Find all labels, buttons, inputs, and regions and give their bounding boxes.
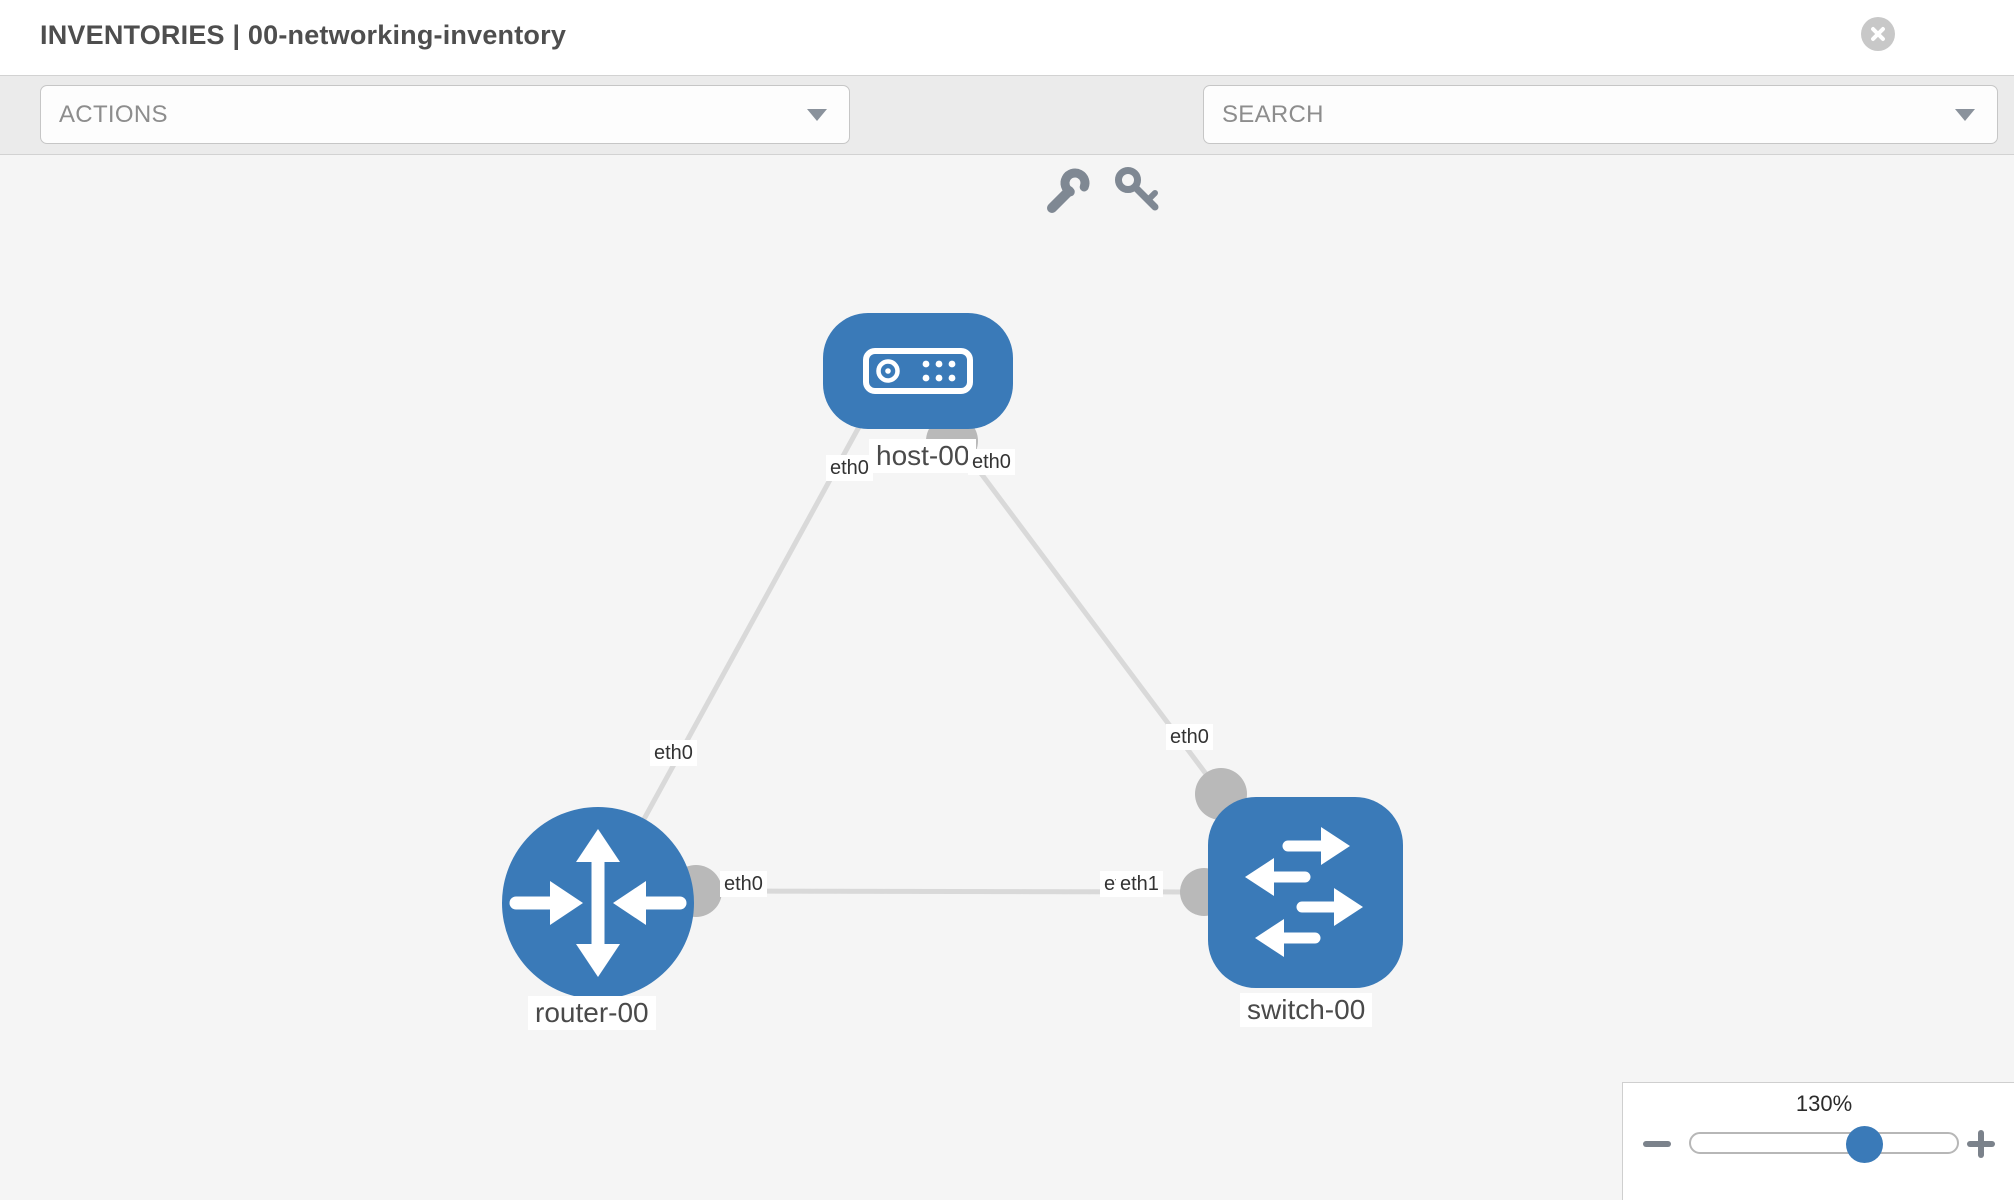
router-arrows-icon bbox=[509, 829, 687, 977]
interface-label: eth0 bbox=[826, 455, 873, 481]
node-label-switch: switch-00 bbox=[1240, 993, 1373, 1028]
switch-arrows-icon bbox=[1245, 827, 1363, 957]
node-label-router: router-00 bbox=[528, 996, 656, 1031]
key-button[interactable] bbox=[1112, 164, 1164, 216]
page-title: INVENTORIES | 00-networking-inventory bbox=[40, 20, 567, 50]
topology-graph bbox=[502, 313, 1403, 999]
wrench-icon bbox=[1047, 168, 1090, 213]
node-label-host: host-00 bbox=[869, 439, 977, 474]
key-icon bbox=[1115, 167, 1159, 211]
search-dropdown[interactable]: SEARCH bbox=[1203, 85, 1998, 144]
toolbar: ACTIONS SEARCH bbox=[0, 75, 2014, 213]
chevron-down-icon bbox=[807, 108, 827, 121]
zoom-level-value: 130% bbox=[1795, 1091, 1853, 1116]
actions-dropdown-label: ACTIONS bbox=[59, 100, 168, 128]
actions-dropdown[interactable]: ACTIONS bbox=[40, 85, 850, 144]
interface-label: eth0 bbox=[1166, 724, 1213, 750]
zoom-panel: 130% bbox=[1622, 1082, 2014, 1200]
zoom-out-button[interactable] bbox=[1643, 1141, 1671, 1147]
host-device-icon bbox=[863, 348, 973, 394]
zoom-slider-track[interactable] bbox=[1689, 1132, 1959, 1154]
wrench-button[interactable] bbox=[1040, 164, 1092, 216]
close-button[interactable] bbox=[1861, 17, 1895, 51]
node-host[interactable] bbox=[823, 313, 1013, 429]
search-dropdown-label: SEARCH bbox=[1222, 100, 1324, 128]
interface-label: eth0 bbox=[650, 740, 697, 766]
interface-label: eth1 bbox=[1116, 871, 1163, 897]
node-router[interactable] bbox=[502, 807, 694, 999]
interface-label: eth0 bbox=[720, 871, 767, 897]
node-switch[interactable] bbox=[1208, 797, 1403, 988]
interface-label: eth0 bbox=[968, 449, 1015, 475]
page-header: INVENTORIES | 00-networking-inventory bbox=[0, 0, 2014, 75]
zoom-in-button[interactable] bbox=[1967, 1130, 1995, 1158]
zoom-slider-thumb[interactable] bbox=[1846, 1126, 1883, 1163]
chevron-down-icon bbox=[1955, 108, 1975, 121]
topology-canvas[interactable] bbox=[0, 155, 2014, 1200]
